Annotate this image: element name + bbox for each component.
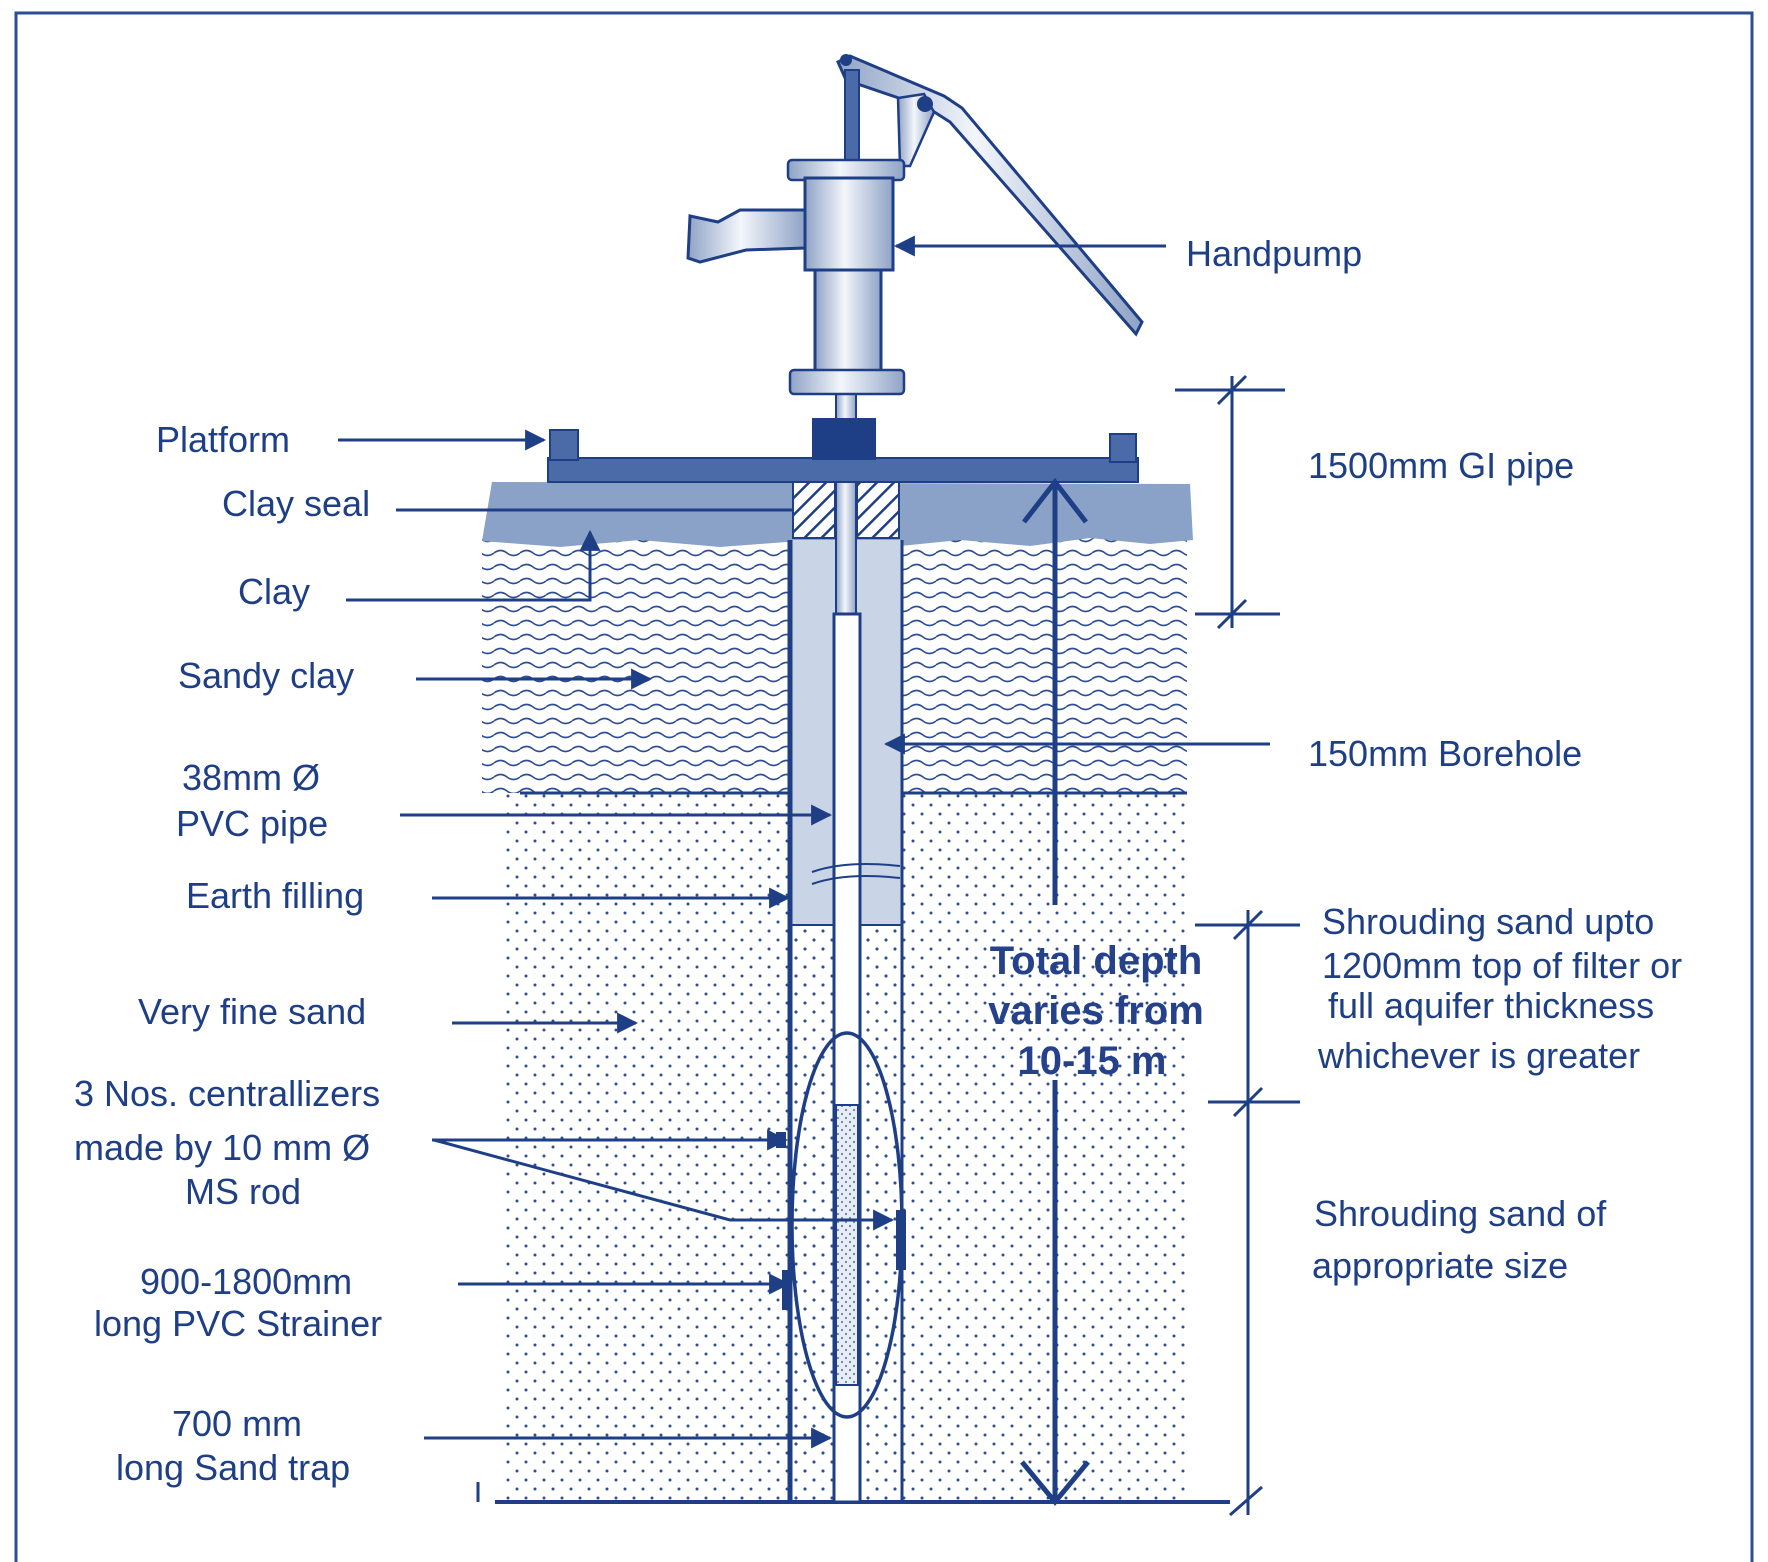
- total-depth-arrowhead-up: [1022, 477, 1088, 524]
- total-depth-label-line1: Total depth: [990, 939, 1203, 983]
- clay-seal-label: Clay seal: [222, 483, 370, 524]
- platform-label: Platform: [156, 419, 290, 460]
- shrouding-upto-label-line1: Shrouding sand upto: [1322, 901, 1654, 942]
- pump-rod: [844, 69, 860, 166]
- platform-post-right: [1109, 433, 1137, 463]
- borehole-label: 150mm Borehole: [1308, 733, 1582, 774]
- platform-post-left: [549, 429, 579, 461]
- centralizer-2: [896, 1210, 906, 1270]
- very-fine-sand-label: Very fine sand: [138, 991, 366, 1032]
- clay-leader: [346, 529, 601, 602]
- pvc-pipe-label-line2: PVC pipe: [176, 803, 328, 844]
- pump-bottom-flange: [788, 368, 906, 396]
- shroud-dim-tick-bottom: [1229, 1485, 1263, 1517]
- pump-spout: [686, 208, 807, 264]
- shrouding-size-label-line2: appropriate size: [1312, 1245, 1568, 1286]
- earth-filling-label: Earth filling: [186, 875, 364, 916]
- shrouding-upto-label-line4: whichever is greater: [1317, 1035, 1640, 1076]
- frame-border: [14, 11, 1754, 1562]
- shrouding-upto-label-line3: full aquifer thickness: [1328, 985, 1654, 1026]
- centralizers-label-line3: MS rod: [185, 1171, 301, 1212]
- pipe-break-mark: [811, 863, 901, 885]
- gi-pipe-dim-tick-bottom: [1216, 598, 1248, 630]
- centralizer-leader-2: [433, 1138, 895, 1231]
- handle-top-pivot-icon: [840, 54, 852, 66]
- handpump: [686, 54, 1144, 396]
- shroud-dim-tick-mid: [1232, 1086, 1264, 1118]
- clay-label: Clay: [238, 571, 310, 612]
- pump-base-block: [812, 418, 876, 460]
- sand-trap-label-line1: 700 mm: [172, 1403, 302, 1444]
- gi-pipe-label: 1500mm GI pipe: [1308, 445, 1574, 486]
- handpump-label: Handpump: [1186, 233, 1362, 274]
- gi-pipe-dim-tick-top: [1216, 374, 1248, 406]
- clay-seal-left: [792, 481, 836, 539]
- labels: Handpump Platform Clay seal Clay Sandy c…: [74, 233, 1682, 1488]
- dimension-lines: [1175, 374, 1300, 1517]
- shrouding-upto-label-line2: 1200mm top of filter or: [1322, 945, 1682, 986]
- platform: [547, 418, 1139, 483]
- total-depth-label-line2: varies from: [988, 989, 1204, 1033]
- total-depth-arrow: [1020, 477, 1090, 1506]
- total-depth-arrowhead-down: [1020, 1460, 1090, 1506]
- pvc-pipe-label-line1: 38mm Ø: [182, 757, 320, 798]
- pump-head: [803, 176, 895, 272]
- sandy-clay-label: Sandy clay: [178, 655, 354, 696]
- total-depth-label-line3: 10-15 m: [1018, 1039, 1167, 1083]
- clay-seal-right: [856, 481, 900, 539]
- shroud-dim-tick-top: [1232, 909, 1264, 941]
- centralizer-3: [782, 1270, 792, 1310]
- strainer-label-line2: long PVC Strainer: [94, 1303, 382, 1344]
- leader-lines: [338, 235, 1270, 1449]
- centralizers-label-line2: made by 10 mm Ø: [74, 1127, 370, 1168]
- strainer-label-line1: 900-1800mm: [140, 1261, 352, 1302]
- platform-slab: [547, 457, 1139, 483]
- pvc-strainer: [835, 1104, 859, 1386]
- pump-column: [813, 268, 883, 374]
- shrouding-size-label-line1: Shrouding sand of: [1314, 1193, 1607, 1234]
- centralizers-label-line1: 3 Nos. centrallizers: [74, 1073, 380, 1114]
- handle-pivot-icon: [917, 96, 933, 112]
- sand-trap-label-line2: long Sand trap: [116, 1447, 350, 1488]
